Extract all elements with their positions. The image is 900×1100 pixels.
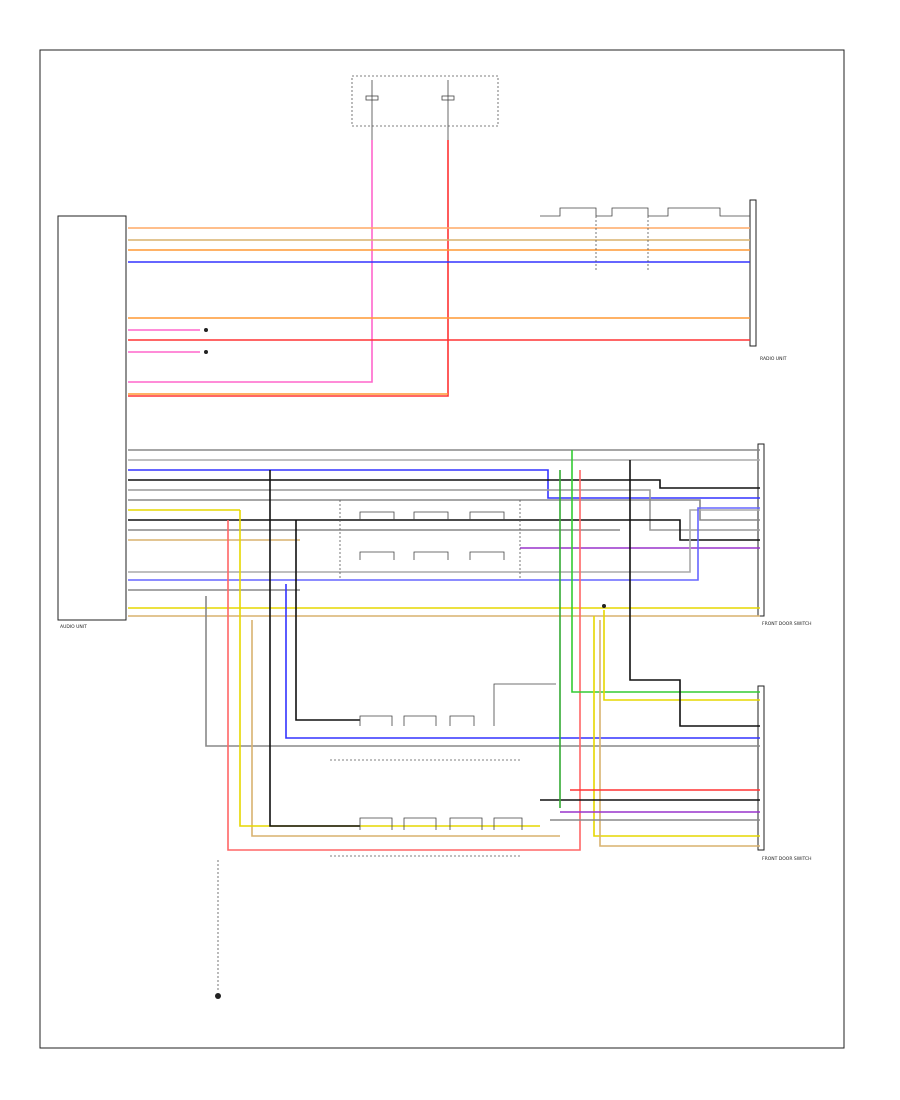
radio-unit: RADIO UNIT <box>749 199 787 362</box>
ground-point <box>215 860 221 999</box>
wire-tan-trunk <box>251 620 560 837</box>
splice-dot <box>204 328 208 332</box>
wire-pink-power <box>128 140 373 383</box>
wire-gray-6 <box>128 509 760 573</box>
shield-blocks-lower <box>330 683 556 857</box>
front-door-switch-1: FRONT DOOR SWITCH <box>757 443 812 627</box>
audio-unit-caption: AUDIO UNIT <box>60 624 87 630</box>
fuse-box <box>351 75 499 140</box>
wire-black-trunk <box>295 520 360 721</box>
shield-group-top <box>540 207 750 270</box>
wire-blue-trunk <box>285 584 760 739</box>
splice-dot <box>602 604 606 608</box>
wire-gray-trunk <box>205 596 760 747</box>
wire-gray-3 <box>128 489 760 531</box>
radio-unit-caption: RADIO UNIT <box>760 356 787 362</box>
wire-blue-3 <box>128 507 760 581</box>
wire-blue-2 <box>128 469 760 499</box>
wire-green-1 <box>571 450 760 693</box>
wire-yellow-4 <box>593 616 760 837</box>
front-door-switch-2: FRONT DOOR SWITCH <box>757 685 812 862</box>
wire-black-2 <box>128 519 760 541</box>
diagram-frame <box>39 49 845 1049</box>
wire-black-trunk-2 <box>269 470 360 827</box>
shield-blocks-upper <box>339 500 521 580</box>
wire-black-3 <box>629 460 760 727</box>
wire-black-1 <box>128 479 760 489</box>
wire-yellow-3 <box>603 610 760 701</box>
wire-red-power <box>128 140 449 397</box>
wire-yellow-trunk <box>239 510 540 827</box>
front-door-switch-2-caption: FRONT DOOR SWITCH <box>762 856 812 862</box>
wire-tan-4 <box>599 620 760 847</box>
wire-red-trunk <box>227 470 581 851</box>
audio-unit: AUDIO UNIT <box>57 215 127 630</box>
front-door-switch-1-caption: FRONT DOOR SWITCH <box>762 621 812 627</box>
splice-dot <box>204 350 208 354</box>
